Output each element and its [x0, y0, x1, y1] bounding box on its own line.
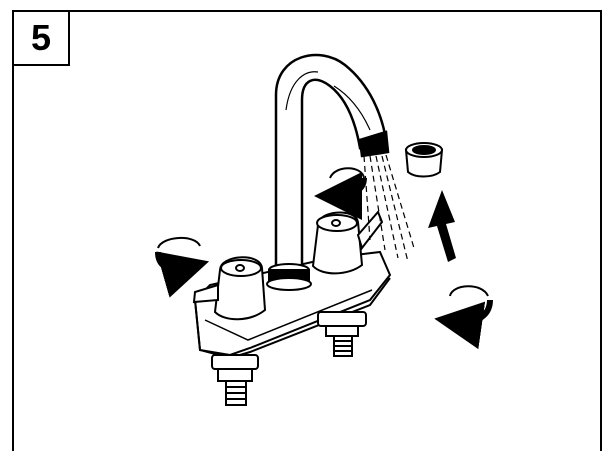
step-number: 5: [30, 17, 52, 58]
rotate-arrow-left-handle: [155, 237, 210, 298]
rotate-arrow-right: [434, 285, 493, 350]
rotate-arrow-spout-tip: [314, 167, 367, 220]
right-shank: [317, 311, 367, 357]
water-spray: [363, 154, 415, 263]
step-number-box: 5: [12, 10, 70, 66]
spout-collar: [266, 263, 312, 291]
left-handle: [192, 256, 267, 321]
instruction-frame: [12, 10, 602, 451]
aerator: [404, 142, 444, 178]
remove-aerator-up-arrow: [428, 190, 456, 262]
gooseneck-spout: [274, 53, 390, 270]
left-shank: [211, 354, 259, 406]
